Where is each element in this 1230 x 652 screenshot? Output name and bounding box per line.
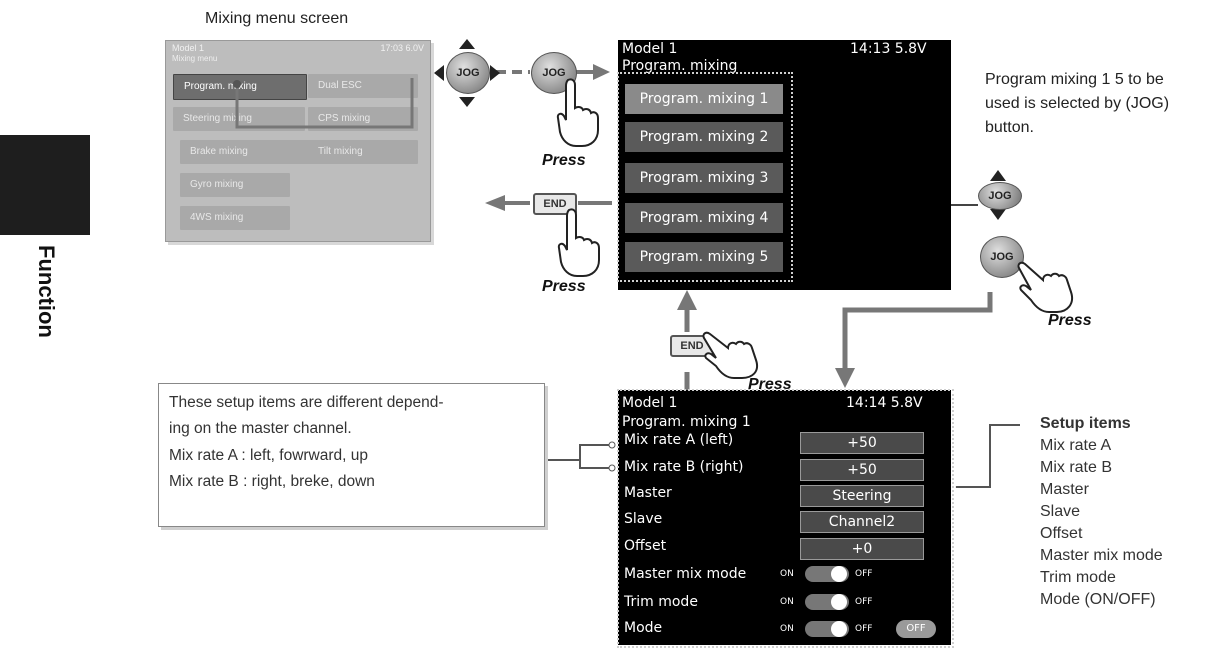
mix-rate-a-value[interactable]: +50	[800, 432, 924, 454]
master-channel-note: These setup items are different depend- …	[158, 383, 545, 527]
toggle-off-label: OFF	[855, 624, 873, 634]
note-line: ing on the master channel.	[169, 420, 352, 437]
jog-button-right-press[interactable]: JOG	[980, 236, 1024, 278]
press-label-jog: Press	[542, 152, 586, 169]
press-label-end-center: Press	[748, 376, 792, 393]
mix-rate-b-label: Mix rate B (right)	[624, 459, 744, 475]
master-mix-mode-label: Master mix mode	[624, 566, 747, 582]
jog-button-left[interactable]: JOG	[446, 52, 490, 94]
toggle-on-label: ON	[780, 569, 794, 579]
setup-item: Trim mode	[1040, 569, 1116, 586]
menu-subtitle: Mixing menu	[172, 54, 218, 63]
note-line: Mix rate A : left, fowrward, up	[169, 447, 368, 464]
program-mixing-5-button[interactable]: Program. mixing 5	[625, 242, 783, 272]
menu-btn-dual-esc[interactable]: Dual ESC	[308, 74, 418, 98]
side-tab	[0, 135, 90, 235]
setup-item: Offset	[1040, 525, 1083, 542]
setup-highlight-box	[617, 389, 954, 648]
mode-toggle[interactable]	[805, 621, 849, 637]
slave-label: Slave	[624, 511, 663, 527]
setup-item: Master	[1040, 481, 1089, 498]
master-value[interactable]: Steering	[800, 485, 924, 507]
program-mixing-2-button[interactable]: Program. mixing 2	[625, 122, 783, 152]
note-line: button.	[985, 119, 1034, 136]
trim-mode-toggle[interactable]	[805, 594, 849, 610]
mode-label: Mode	[624, 620, 663, 636]
pressing-hand-icon	[556, 78, 599, 147]
setup-screen-title: Program. mixing 1	[622, 414, 751, 430]
setup-item: Mode (ON/OFF)	[1040, 591, 1156, 608]
menu-btn-brake-mixing[interactable]: Brake mixing	[180, 140, 312, 164]
mixing-menu-screen: Model 1 17:03 6.0V Mixing menu Program. …	[165, 40, 431, 242]
master-label: Master	[624, 485, 672, 501]
mix-rate-a-label: Mix rate A (left)	[624, 432, 734, 448]
jog-selection-note: Program mixing 1 5 to be used is selecte…	[985, 68, 1169, 140]
trim-mode-label: Trim mode	[624, 594, 698, 610]
master-mix-mode-toggle[interactable]	[805, 566, 849, 582]
toggle-on-label: ON	[780, 597, 794, 607]
toggle-off-label: OFF	[855, 569, 873, 579]
program-mixing-1-button[interactable]: Program. mixing 1	[625, 84, 783, 114]
note-line: used is selected by (JOG)	[985, 95, 1170, 112]
press-label-end: Press	[542, 278, 586, 295]
menu-btn-program-mixing[interactable]: Program. mixing	[173, 74, 307, 100]
toggle-on-label: ON	[780, 624, 794, 634]
setup-screen-status: 14:14 5.8V	[846, 395, 923, 411]
setup-screen-model: Model 1	[622, 395, 678, 411]
pressing-hand-icon	[702, 331, 758, 379]
press-label-jog-right: Press	[1048, 312, 1092, 329]
slave-value[interactable]: Channel2	[800, 511, 924, 533]
mode-state-badge: OFF	[896, 620, 936, 638]
menu-btn-4ws-mixing[interactable]: 4WS mixing	[180, 206, 290, 230]
end-button-left[interactable]: END	[533, 193, 577, 215]
note-line: Program mixing 1 5 to be	[985, 71, 1164, 88]
select-screen-model: Model 1	[622, 41, 678, 57]
note-line: These setup items are different depend-	[169, 394, 444, 411]
menu-screen-caption: Mixing menu screen	[205, 10, 349, 27]
menu-btn-tilt-mixing[interactable]: Tilt mixing	[308, 140, 418, 164]
setup-items-list: Setup items Mix rate A Mix rate B Master…	[1040, 413, 1163, 611]
jog-button-right-updown[interactable]: JOG	[978, 182, 1022, 210]
note-line: Mix rate B : right, breke, down	[169, 473, 375, 490]
toggle-off-label: OFF	[855, 597, 873, 607]
program-mixing-4-button[interactable]: Program. mixing 4	[625, 203, 783, 233]
menu-header-model: Model 1	[172, 43, 205, 53]
select-screen-status: 14:13 5.8V	[850, 41, 927, 57]
setup-item: Mix rate A	[1040, 437, 1112, 454]
setup-items-title: Setup items	[1040, 415, 1131, 432]
selection-highlight-box	[617, 72, 793, 282]
offset-value[interactable]: +0	[800, 538, 924, 560]
select-screen-title: Program. mixing	[622, 58, 738, 74]
setup-item: Master mix mode	[1040, 547, 1163, 564]
program-mixing-3-button[interactable]: Program. mixing 3	[625, 163, 783, 193]
menu-btn-gyro-mixing[interactable]: Gyro mixing	[180, 173, 290, 197]
jog-button-press[interactable]: JOG	[531, 52, 577, 94]
jog-dpad-icon	[434, 39, 500, 107]
setup-item: Mix rate B	[1040, 459, 1113, 476]
menu-header-status: 17:03 6.0V	[380, 43, 424, 53]
setup-item: Slave	[1040, 503, 1081, 520]
pressing-hand-icon	[1017, 261, 1073, 313]
mix-rate-b-value[interactable]: +50	[800, 459, 924, 481]
offset-label: Offset	[624, 538, 667, 554]
pressing-hand-icon	[557, 208, 600, 277]
